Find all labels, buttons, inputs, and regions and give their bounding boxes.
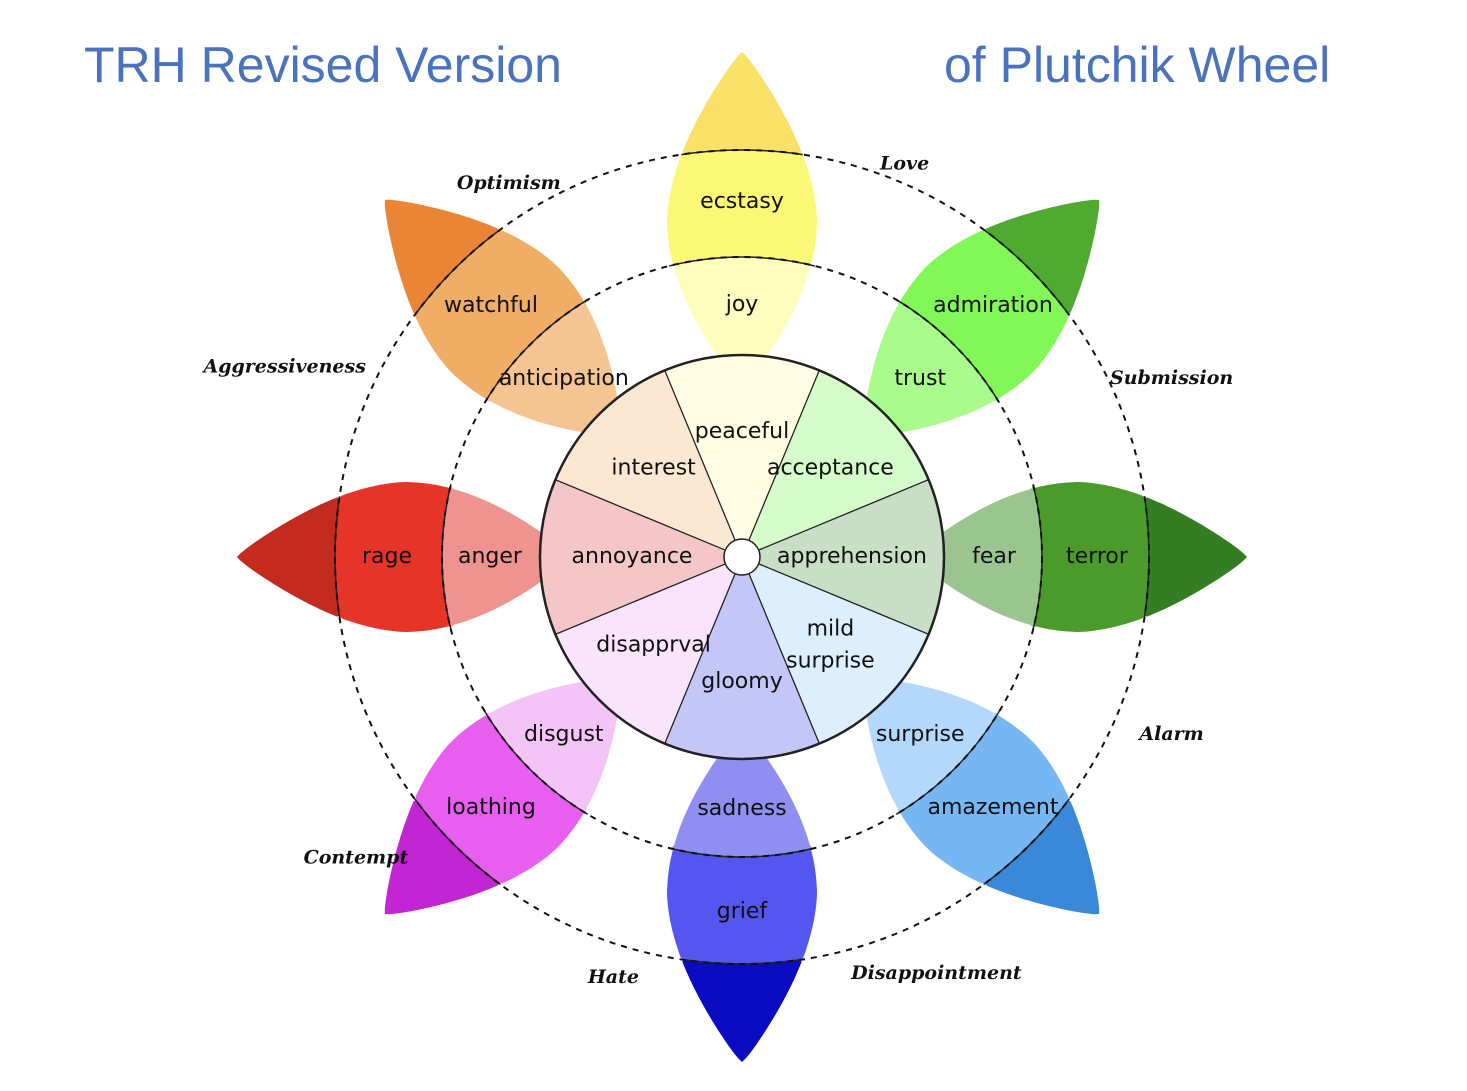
center-hub: [723, 538, 761, 576]
petal-anticipation: [384, 199, 621, 436]
petal-trust: [863, 199, 1100, 436]
petal-label-ecstasy: ecstasy: [700, 189, 784, 214]
dyad-label-aggressiveness: Aggressiveness: [201, 356, 366, 378]
petal-label-grief: grief: [717, 899, 769, 924]
center-label-apprehension: apprehension: [777, 544, 927, 569]
petal-label-rage: rage: [362, 544, 412, 569]
petal-joy: [667, 52, 817, 385]
petal-outer-band-disgust: [415, 713, 586, 884]
petal-surprise: [863, 678, 1100, 915]
petal-outer-band-fear: [1033, 482, 1149, 632]
petal-fear: [914, 482, 1247, 632]
petal-outer-band-anticipation: [415, 230, 586, 401]
petal-inner-band-surprise: [863, 678, 999, 814]
petal-label-admiration: admiration: [933, 293, 1053, 318]
center-disc: [538, 353, 946, 761]
petal-anger: [237, 482, 570, 632]
petal-label-fear: fear: [972, 544, 1017, 569]
petal-tip-anticipation: [384, 199, 499, 314]
outer-dashed-ring: [334, 149, 1150, 965]
center-label-gloomy: gloomy: [701, 669, 782, 694]
inner-dashed-ring: [441, 256, 1043, 858]
title-right: of Plutchik Wheel: [944, 37, 1331, 93]
petal-inner-band-anticipation: [485, 300, 621, 436]
petal-inner-band-anger: [442, 486, 570, 628]
petal-label-anger: anger: [458, 544, 523, 569]
petal-inner-band-disgust: [485, 678, 621, 814]
dyad-label-submission: Submission: [1110, 367, 1233, 389]
petal-label-anticipation: anticipation: [499, 366, 629, 391]
dyad-label-love: Love: [879, 152, 929, 174]
petal-sadness: [667, 729, 817, 1062]
center-disc-outline: [538, 353, 946, 761]
dyad-label-alarm: Alarm: [1137, 723, 1203, 745]
center-label-peaceful: peaceful: [695, 419, 789, 444]
petal-tip-disgust: [384, 800, 499, 915]
petal-label-amazement: amazement: [927, 795, 1058, 820]
petal-label-trust: trust: [894, 366, 946, 391]
dyad-label-contempt: Contempt: [304, 847, 409, 869]
petal-inner-band-sadness: [671, 729, 813, 857]
petal-outer-band-trust: [898, 230, 1069, 401]
center-label-annoyance: annoyance: [572, 544, 693, 569]
petal-tip-trust: [985, 199, 1100, 314]
center-label-interest: interest: [611, 456, 696, 481]
petal-tip-anger: [237, 497, 340, 617]
center-label-disapprval: disapprval: [596, 632, 711, 657]
petal-inner-band-joy: [671, 257, 813, 385]
petal-tip-fear: [1144, 497, 1247, 617]
petal-label-sadness: sadness: [697, 796, 786, 821]
dyad-label-optimism: Optimism: [457, 172, 561, 194]
petal-outer-band-sadness: [667, 848, 817, 964]
petal-inner-band-fear: [914, 486, 1042, 628]
petal-tip-sadness: [682, 959, 802, 1062]
petal-outer-band-surprise: [898, 713, 1069, 884]
center-label-acceptance: acceptance: [767, 456, 894, 481]
petal-label-terror: terror: [1066, 544, 1129, 569]
petal-outer-band-joy: [667, 150, 817, 266]
petal-label-watchful: watchful: [444, 293, 538, 318]
petal-label-surprise: surprise: [876, 722, 965, 747]
dyad-label-hate: Hate: [587, 966, 639, 988]
petal-inner-band-trust: [863, 300, 999, 436]
petal-label-disgust: disgust: [524, 722, 604, 747]
center-label-mild: mild: [807, 616, 855, 641]
petal-label-loathing: loathing: [446, 795, 536, 820]
petal-tip-joy: [682, 52, 802, 155]
dyad-label-disappointment: Disappointment: [850, 962, 1022, 984]
title-left: TRH Revised Version: [84, 37, 562, 93]
petal-tip-surprise: [985, 800, 1100, 915]
petal-outer-band-anger: [335, 482, 451, 632]
petal-label-joy: joy: [725, 292, 759, 317]
petal-separator: [669, 256, 815, 267]
center-label-surprise: surprise: [786, 648, 875, 673]
